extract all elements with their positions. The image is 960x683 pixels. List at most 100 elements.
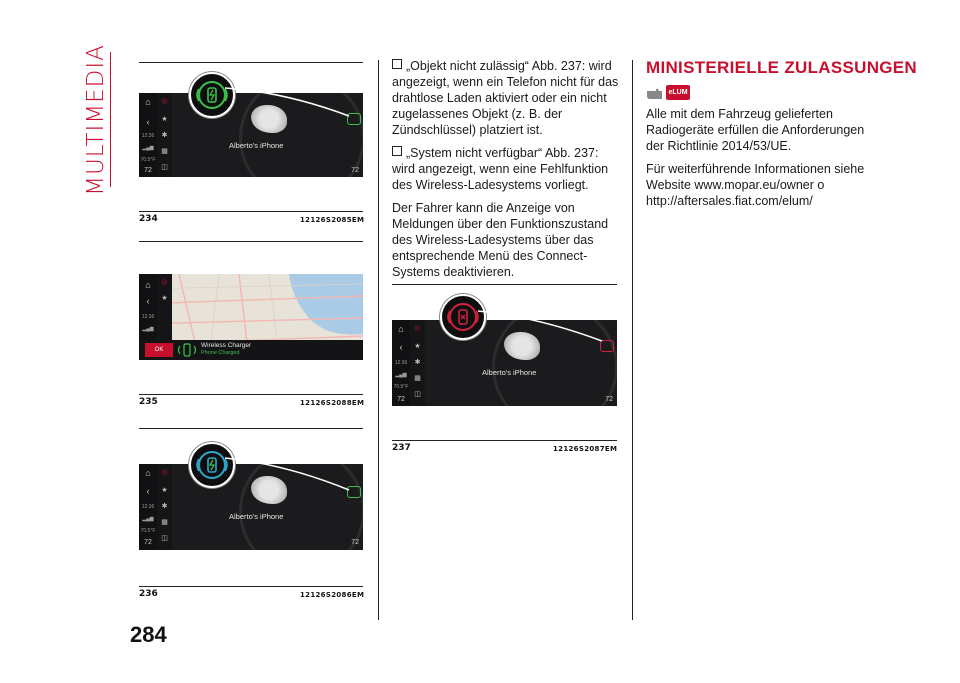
back-icon: ‹ (399, 342, 403, 352)
bullet-system-unavailable: „System nicht verfügbar“ Abb. 237: wird … (392, 145, 620, 193)
wireless-charge-icon: ◎ (161, 98, 168, 105)
figure-236-bottom-rule (139, 586, 363, 587)
figure-237-screen: ⌂ ‹ 12:36 ▂▄▆ 70.5°F 72 ◎ ★ ✱ ▦ ◫ Albert… (392, 320, 617, 406)
wireless-charge-green-icon (177, 343, 197, 357)
column-3-text: Alle mit dem Fahrzeug gelieferten Radiog… (646, 106, 874, 216)
seat-icon: ◫ (414, 391, 421, 398)
clock-text: 12:36 (141, 314, 155, 320)
phone-label: Alberto's iPhone (229, 141, 284, 150)
banner-subtitle: Phone Charged (201, 350, 240, 356)
phone-label: Alberto's iPhone (229, 512, 284, 521)
seat-icon: ◫ (161, 535, 168, 542)
signal-icon: ▂▄▆ (395, 372, 407, 378)
home-icon: ⌂ (398, 324, 404, 334)
figure-237-callout-line (478, 310, 603, 342)
figure-234-magnifier (189, 72, 235, 118)
wireless-charge-icon: ◎ (161, 469, 168, 476)
page-number: 284 (130, 622, 167, 647)
figure-234-number: 234 (139, 214, 158, 224)
column-2-text: „Objekt nicht zulässig“ Abb. 237: wird a… (392, 58, 620, 287)
figure-236-screen: ⌂ ‹ 12:36 ▂▄▆ 70.5°F 72 ◎ ★ ✱ ▦ ◫ Albert… (139, 464, 363, 550)
signal-icon: ▂▄▆ (142, 516, 154, 522)
charger-banner (139, 340, 363, 360)
temperature-text: 70.5°F (140, 528, 156, 534)
steering-wheel-icon (251, 105, 287, 133)
figure-234-bottom-rule (139, 211, 363, 212)
section-heading: MINISTERIELLE ZULASSUNGEN (646, 58, 918, 77)
right-temp-text: 72 (351, 539, 359, 546)
figure-237-magnifier (440, 294, 486, 340)
temperature-text: 70.5°F (140, 157, 156, 163)
clock-text: 12:36 (141, 133, 155, 139)
wireless-charge-blue-icon (196, 451, 228, 479)
checkbox-bullet-icon (392, 59, 402, 69)
side-title-rule (110, 52, 111, 187)
signal-icon: ▂▄▆ (142, 326, 154, 332)
column-divider-2 (632, 60, 633, 620)
star-icon: ★ (414, 343, 421, 350)
back-icon: ‹ (146, 486, 150, 496)
right-temp-text: 72 (605, 396, 613, 403)
figure-237-bottom-rule (392, 440, 617, 441)
side-title-text: MULTIMEDIA (83, 43, 109, 196)
left-temp-text: 72 (144, 167, 152, 174)
elum-label: eLUM (666, 85, 690, 100)
grid-icon: ▦ (414, 375, 421, 382)
figure-237-code: 12126S2087EM (553, 445, 618, 453)
right-temp-text: 72 (351, 167, 359, 174)
figure-236-top-rule (139, 428, 363, 429)
figure-237-top-rule (392, 284, 617, 285)
fan-icon: ✱ (161, 503, 168, 510)
driver-paragraph: Der Fahrer kann die Anzeige von Meldunge… (392, 201, 609, 279)
steering-wheel-icon (504, 332, 540, 360)
left-temp-text: 72 (397, 396, 405, 403)
banner-title: Wireless Charger (201, 342, 252, 349)
fan-icon: ✱ (161, 132, 168, 139)
star-icon: ★ (161, 487, 168, 494)
home-icon: ⌂ (145, 280, 151, 290)
figure-234-callout-line (225, 87, 350, 117)
pointing-hand-icon (647, 88, 662, 99)
back-icon: ‹ (146, 117, 150, 127)
figure-235-bottom-rule (139, 394, 363, 395)
seat-icon: ◫ (161, 164, 168, 171)
home-icon: ⌂ (145, 468, 151, 478)
star-icon: ★ (161, 116, 168, 123)
fan-icon: ✱ (414, 359, 421, 366)
column-divider-1 (378, 60, 379, 620)
figure-235-code: 12126S2088EM (300, 399, 365, 407)
clock-text: 12:36 (141, 504, 155, 510)
figure-236-magnifier (189, 442, 235, 488)
temperature-text: 70.5°F (393, 384, 409, 390)
figure-236-number: 236 (139, 589, 158, 599)
charging-indicator-icon (600, 340, 614, 352)
figure-236-code: 12126S2086EM (300, 591, 365, 599)
bullet-object-not-allowed: „Objekt nicht zulässig“ Abb. 237: wird a… (392, 58, 620, 138)
grid-icon: ▦ (161, 148, 168, 155)
charging-indicator-icon (347, 486, 361, 498)
wireless-charge-icon: ◎ (161, 279, 168, 286)
wireless-charge-green-icon (196, 81, 228, 109)
figure-235-top-rule (139, 241, 363, 242)
ok-button[interactable]: OK (145, 343, 173, 357)
home-icon: ⌂ (145, 97, 151, 107)
left-temp-text: 72 (144, 539, 152, 546)
phone-label: Alberto's iPhone (482, 368, 537, 377)
grid-icon: ▦ (161, 519, 168, 526)
section-side-title: MULTIMEDIA (83, 44, 109, 196)
bullet-1-text: „Objekt nicht zulässig“ Abb. 237: wird a… (392, 59, 619, 137)
website-paragraph: Für weiterführende Informationen siehe W… (646, 162, 865, 208)
figure-235-screen: ⌂ ‹ 12:36 ▂▄▆ ◎ ★ OK Wireless Charger Ph… (139, 274, 363, 360)
signal-icon: ▂▄▆ (142, 145, 154, 151)
checkbox-bullet-icon (392, 146, 402, 156)
star-icon: ★ (161, 295, 168, 302)
bullet-2-text: „System nicht verfügbar“ Abb. 237: wird … (392, 146, 609, 192)
elum-badge: eLUM (646, 85, 690, 101)
figure-236-callout-line (225, 457, 350, 491)
clock-text: 12:36 (394, 360, 408, 366)
steering-wheel-icon (251, 476, 287, 504)
figure-234-code: 12126S2085EM (300, 216, 365, 224)
back-icon: ‹ (146, 296, 150, 306)
wireless-charge-icon: ◎ (414, 325, 421, 332)
figure-234-screen: ⌂ ‹ 12:36 ▂▄▆ 70.5°F 72 ◎ ★ ✱ ▦ ◫ Albert… (139, 93, 363, 177)
